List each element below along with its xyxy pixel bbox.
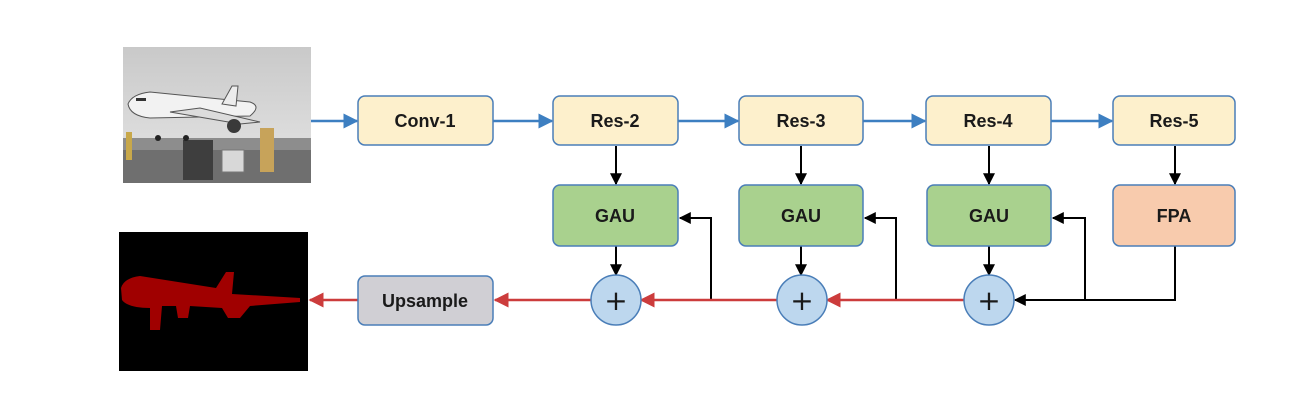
gau4-label: GAU bbox=[969, 206, 1009, 226]
gau4-block bbox=[926, 184, 1052, 247]
decoder-blocks bbox=[552, 184, 1236, 247]
res2-label: Res-2 bbox=[590, 111, 639, 131]
res2-block bbox=[552, 95, 679, 146]
fpa-label: FPA bbox=[1157, 206, 1192, 226]
conv1-block bbox=[357, 95, 494, 146]
gau3-block bbox=[738, 184, 864, 247]
adder-nodes bbox=[590, 274, 1015, 326]
upsample-block bbox=[357, 275, 494, 326]
add2-node bbox=[590, 274, 642, 326]
input-airplane-image bbox=[123, 47, 311, 183]
arrow-add4-to-gau3 bbox=[863, 212, 897, 300]
res4-block bbox=[925, 95, 1052, 146]
add3-plus-icon: + bbox=[790, 284, 813, 317]
res3-block bbox=[738, 95, 864, 146]
arrow-add3-to-gau2 bbox=[678, 212, 712, 300]
conv1-label: Conv-1 bbox=[394, 111, 455, 131]
gau2-label: GAU bbox=[595, 206, 635, 226]
res5-label: Res-5 bbox=[1149, 111, 1198, 131]
res3-label: Res-3 bbox=[776, 111, 825, 131]
arrow-fpa-to-add4 bbox=[1013, 246, 1176, 306]
output-segmentation-image bbox=[119, 232, 308, 371]
add4-node bbox=[963, 274, 1015, 326]
fpa-block bbox=[1112, 184, 1236, 247]
add2-plus-icon: + bbox=[604, 284, 627, 317]
arrow-fpa-to-gau4 bbox=[1051, 212, 1086, 300]
gau2-block bbox=[552, 184, 679, 247]
skip-arrows bbox=[610, 146, 1181, 306]
backbone-blocks bbox=[357, 95, 1236, 146]
gau3-label: GAU bbox=[781, 206, 821, 226]
res4-label: Res-4 bbox=[963, 111, 1012, 131]
upsample-label: Upsample bbox=[382, 291, 468, 311]
res5-block bbox=[1112, 95, 1236, 146]
add3-node bbox=[776, 274, 828, 326]
add4-plus-icon: + bbox=[977, 284, 1000, 317]
